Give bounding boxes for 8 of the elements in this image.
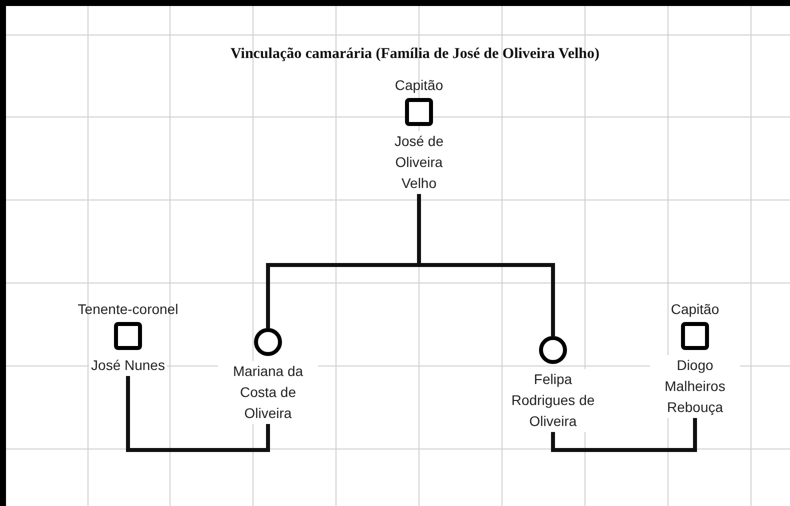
kinship-line xyxy=(126,376,270,452)
kinship-line xyxy=(551,418,697,452)
rank-label: Tenente-coronel xyxy=(78,300,178,318)
rank-label: Capitão xyxy=(670,300,720,318)
rank-label: Capitão xyxy=(394,76,444,94)
person-name: Mariana da Costa de Oliveira xyxy=(218,361,318,424)
person-name: Diogo Malheiros Rebouça xyxy=(650,355,740,418)
chart-title: Vinculação camarária (Família de José de Oliveira Velho) xyxy=(230,46,600,63)
